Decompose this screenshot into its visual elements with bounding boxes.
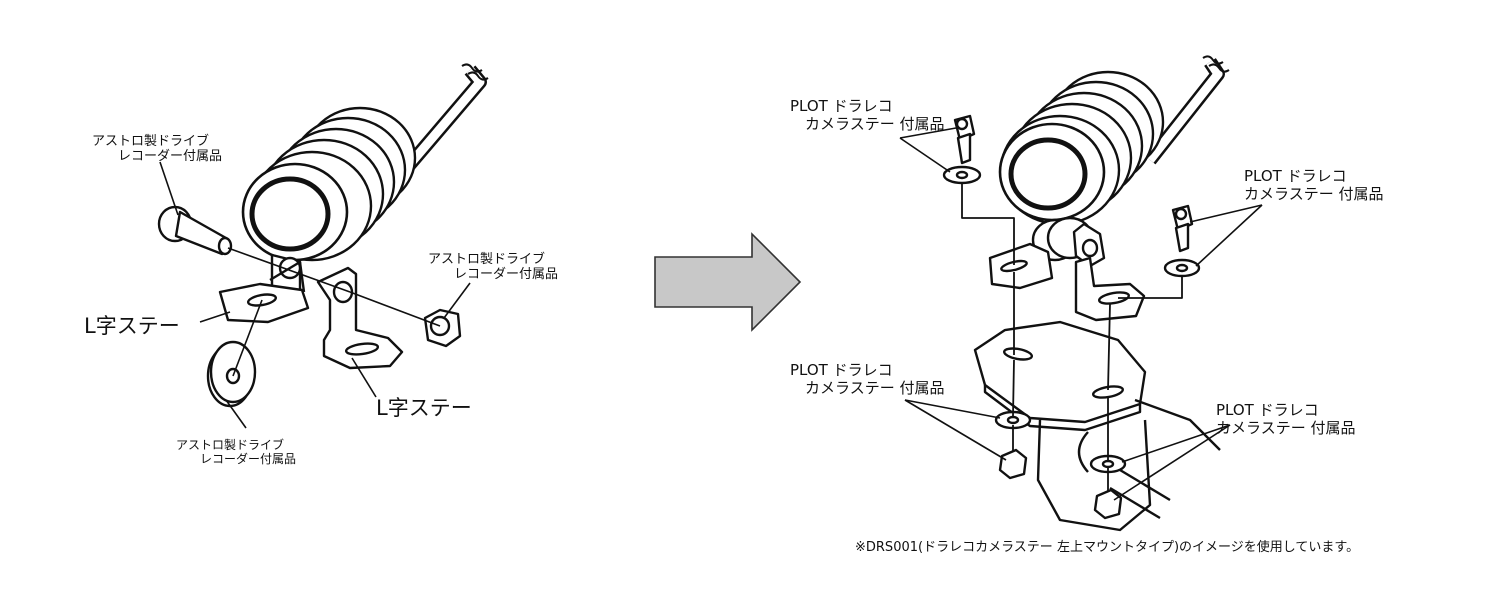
label-plot-top-left: PLOT ドラレコ カメラステー 付属品 — [790, 97, 945, 133]
label-astro-bolt: アストロ製ドライブ レコーダー付属品 — [92, 134, 223, 165]
left-leader-lines — [159, 161, 471, 429]
left-assembly — [157, 63, 489, 408]
label-l-stay-1: L字ステー — [84, 314, 180, 338]
label-l-stay-2: L字ステー — [376, 396, 472, 420]
right-leader-lines — [899, 127, 1263, 501]
footnote: ※DRS001(ドラレコカメラステー 左上マウントタイプ)のイメージを使用してい… — [855, 540, 1360, 555]
label-astro-washer: アストロ製ドライブ レコーダー付属品 — [176, 438, 297, 467]
label-plot-bottom-right: PLOT ドラレコ カメラステー 付属品 — [1216, 401, 1356, 437]
label-astro-nut: アストロ製ドライブ レコーダー付属品 — [428, 252, 559, 283]
direction-arrow — [654, 232, 802, 332]
label-plot-top-right: PLOT ドラレコ カメラステー 付属品 — [1244, 167, 1384, 203]
label-plot-bottom-left: PLOT ドラレコ カメラステー 付属品 — [790, 361, 945, 397]
right-assembly — [942, 55, 1230, 532]
